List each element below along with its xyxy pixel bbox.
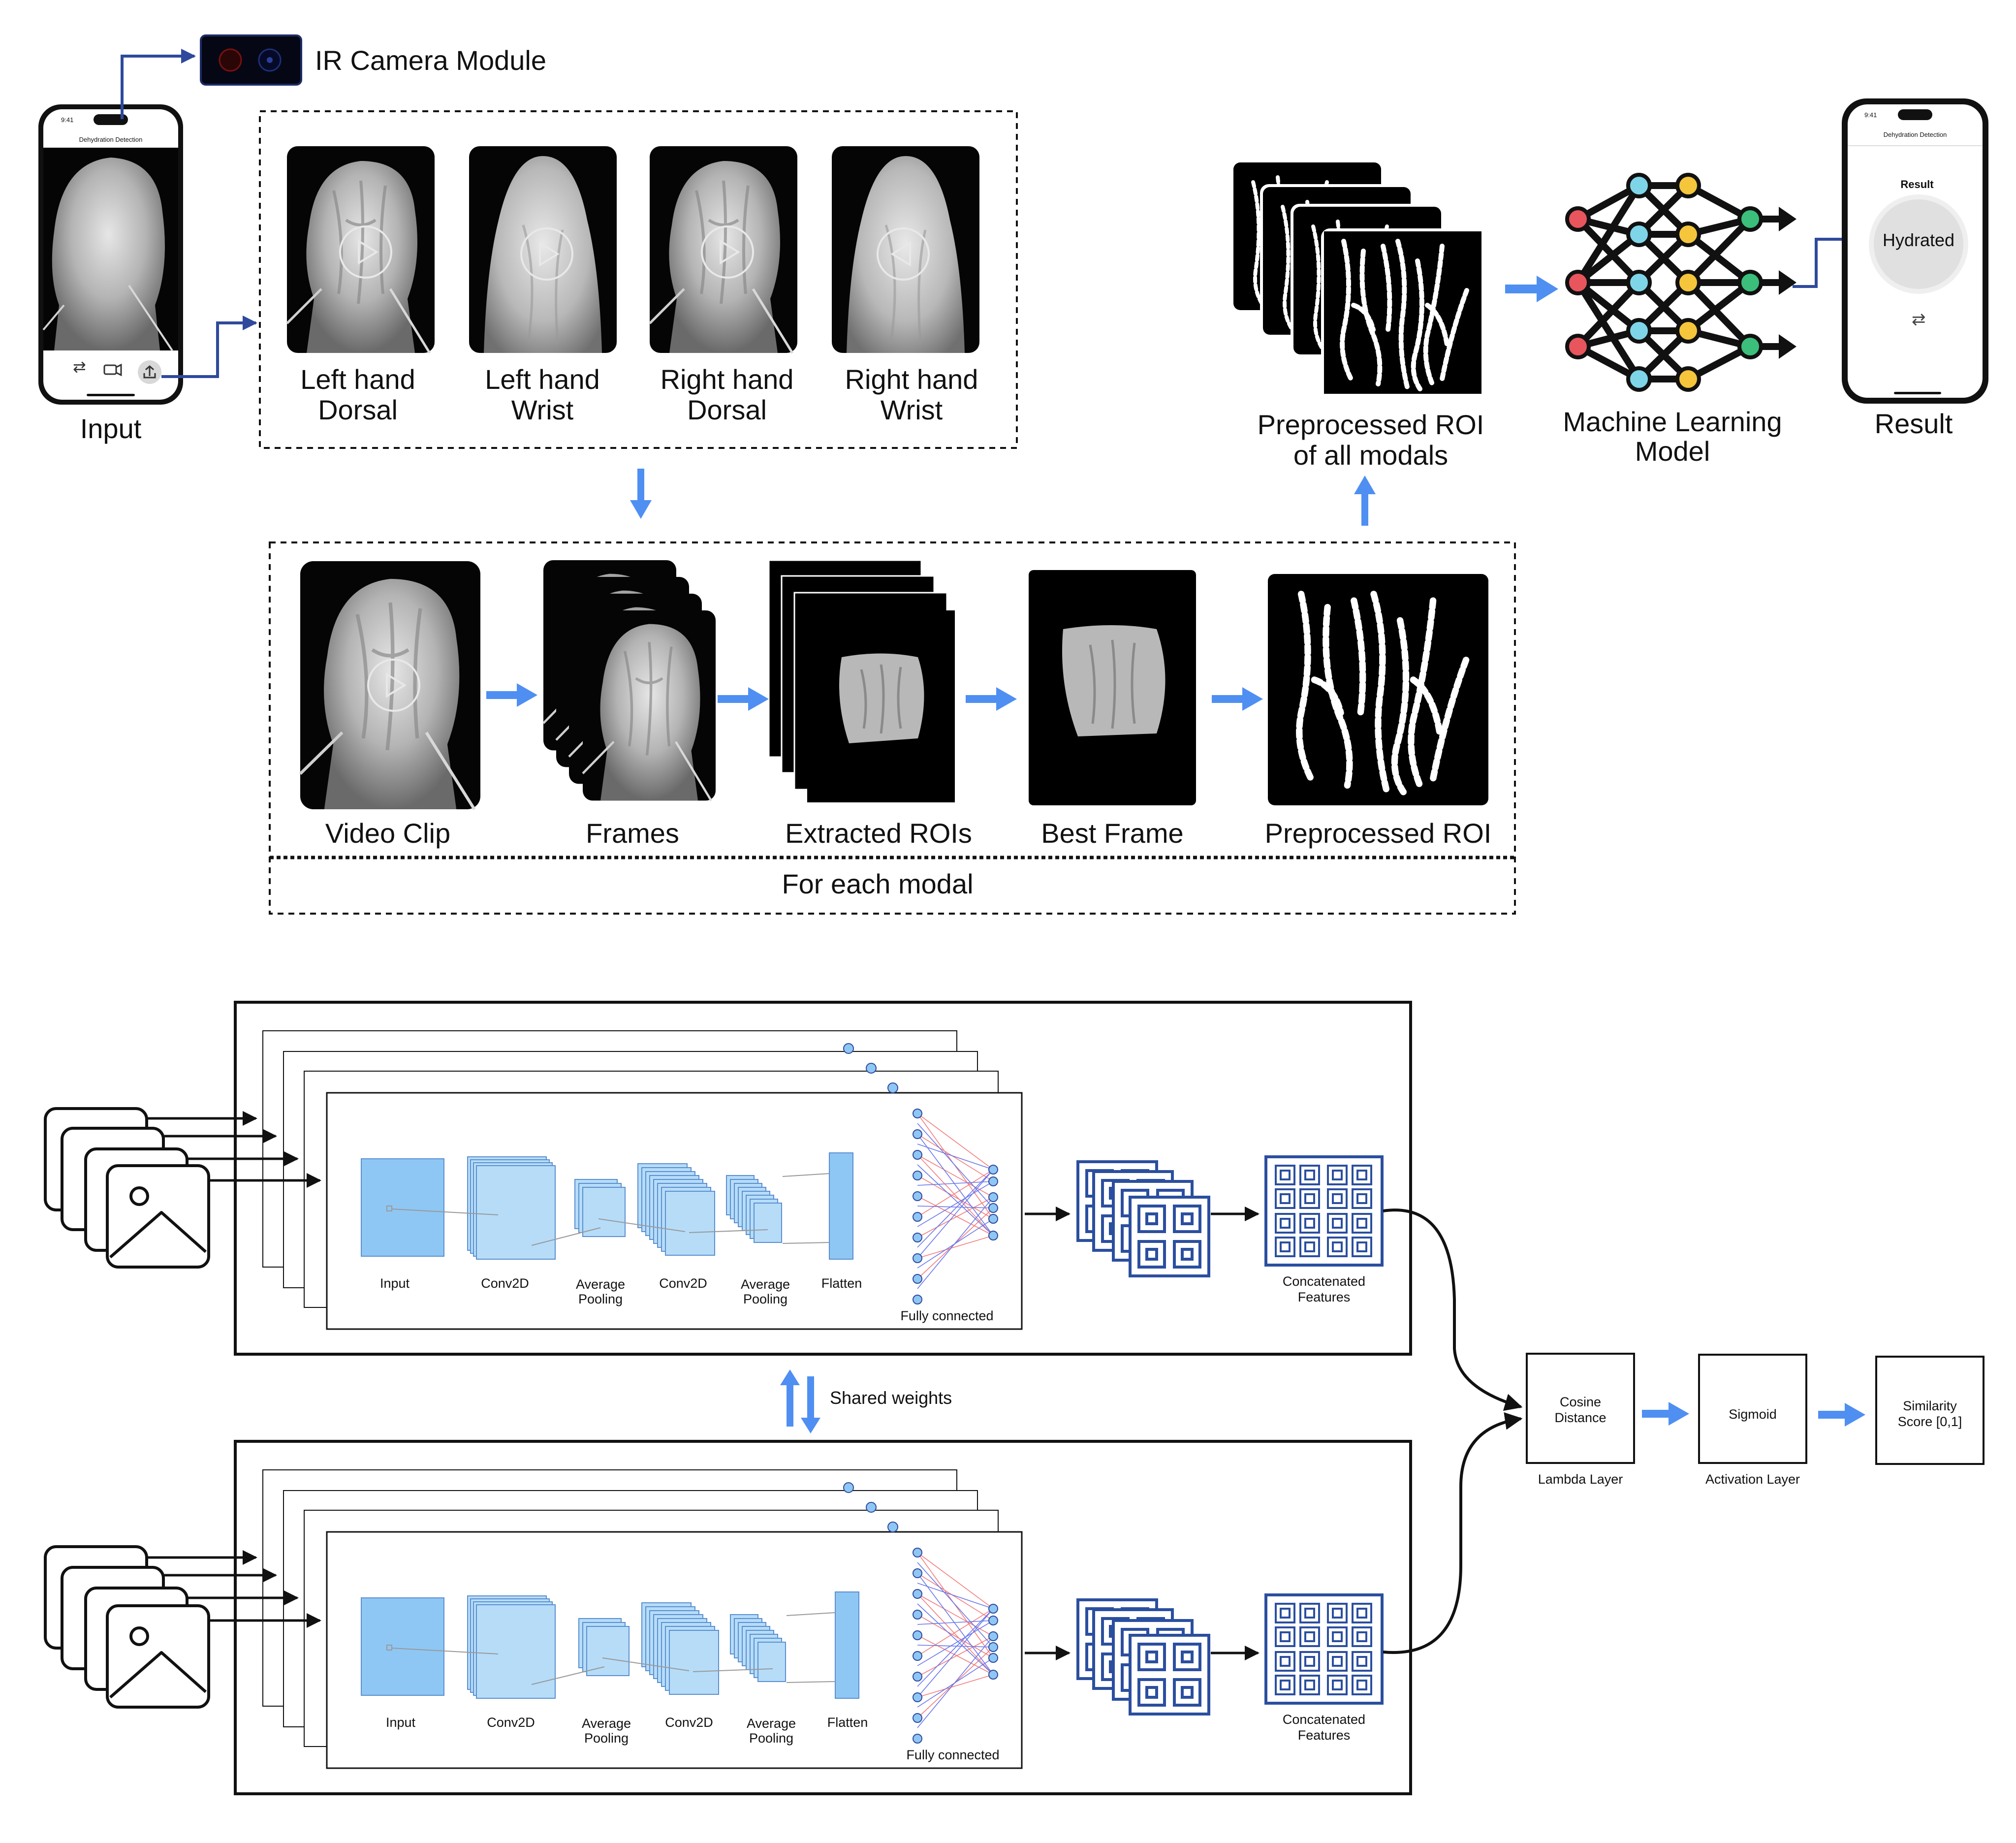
pipeline-frames <box>543 560 716 800</box>
cnn-lower-input: Input <box>386 1715 416 1730</box>
cosine-to-sigmoid-arrow <box>1642 1402 1689 1426</box>
cnn-lower-concat2: Features <box>1298 1728 1351 1743</box>
cnn-upper-concat1: Concatenated <box>1283 1274 1365 1289</box>
pipeline-label-preprocessed-roi: Preprocessed ROI <box>1265 818 1492 849</box>
result-heading: Result <box>1900 178 1934 191</box>
cnn-upper-fc: Fully connected <box>900 1308 993 1323</box>
input-label: Input <box>80 413 142 444</box>
modal-left-hand-dorsal <box>287 146 435 353</box>
cnn-lower-pool1a: Average <box>582 1716 631 1731</box>
modal-right-hand-dorsal <box>650 146 797 353</box>
cnn-lower-pool2a: Average <box>747 1716 796 1731</box>
upload-icon[interactable] <box>138 360 161 384</box>
modal-4-line1: Right hand <box>845 364 978 395</box>
preprocessed-all-line2: of all modals <box>1293 440 1448 471</box>
cnn-upper-conv2: Conv2D <box>659 1276 707 1291</box>
modal-right-hand-wrist <box>832 146 979 353</box>
preprocessed-all-line1: Preprocessed ROI <box>1258 409 1484 440</box>
modals-box <box>259 110 1018 449</box>
video-camera-icon[interactable] <box>103 363 122 377</box>
switch-camera-icon[interactable]: ⇄ <box>73 357 86 376</box>
image-inputs-upper <box>45 1109 321 1267</box>
cnn-lower-concat1: Concatenated <box>1283 1712 1365 1727</box>
cnn-lower-conv1: Conv2D <box>487 1715 535 1730</box>
result-status-time: 9:41 <box>1864 111 1877 119</box>
preprocessed-all-modals <box>1233 162 1482 397</box>
cnn-upper-pool2a: Average <box>741 1277 790 1292</box>
cnn-lower-pool1b: Pooling <box>584 1731 629 1746</box>
pipeline-preprocessed-roi <box>1268 574 1488 805</box>
cnn-upper-pool1a: Average <box>576 1277 625 1292</box>
camera-connector <box>121 49 196 119</box>
to-ml-arrow <box>1505 276 1558 302</box>
cnn-lower-flatten: Flatten <box>827 1715 868 1730</box>
down-arrow <box>630 469 652 519</box>
cosine-distance-box <box>1526 1353 1635 1464</box>
modal-1-line1: Left hand <box>300 364 415 395</box>
cnn-lower-pool2b: Pooling <box>749 1731 793 1746</box>
modal-4-line2: Wrist <box>881 394 943 425</box>
ml-model-line1: Machine Learning <box>1563 406 1782 437</box>
pipeline-label-extracted-rois: Extracted ROIs <box>785 818 972 849</box>
cnn-upper-pool2b: Pooling <box>743 1292 788 1306</box>
cnn-branch-upper <box>234 1001 1412 1356</box>
result-value: Hydrated <box>1883 230 1954 250</box>
ml-model-network <box>1565 173 1796 392</box>
cnn-upper-flatten: Flatten <box>821 1276 862 1291</box>
lower-to-cosine <box>1383 1412 1523 1654</box>
cnn-lower-labels: Input Conv2D Average Pooling Conv2D Aver… <box>386 1712 1365 1762</box>
image-inputs-lower <box>45 1547 321 1707</box>
pipeline-video-clip <box>300 561 480 809</box>
result-label: Result <box>1875 408 1953 439</box>
result-phone: 9:41 Dehydration Detection Result Hydrat… <box>1842 98 1988 404</box>
pipeline-arrows <box>486 683 1263 711</box>
cnn-upper-input: Input <box>380 1276 410 1291</box>
modal-3-line2: Dorsal <box>687 394 767 425</box>
pipeline-label-best-frame: Best Frame <box>1041 818 1183 849</box>
modal-1-line2: Dorsal <box>318 394 398 425</box>
cosine-line2: Distance <box>1554 1410 1606 1425</box>
shared-weights-label: Shared weights <box>830 1388 952 1408</box>
up-arrow <box>1354 476 1376 526</box>
cnn-upper-labels: Input Conv2D Average Pooling Conv2D Aver… <box>380 1274 1365 1323</box>
upload-connector <box>161 316 257 378</box>
refresh-icon[interactable]: ⇄ <box>1912 310 1926 329</box>
similarity-line2: Score [0,1] <box>1898 1414 1962 1429</box>
camera-label: IR Camera Module <box>315 45 546 76</box>
lambda-layer-caption: Lambda Layer <box>1538 1472 1623 1487</box>
sigmoid-box <box>1698 1354 1807 1464</box>
modal-2-line1: Left hand <box>485 364 600 395</box>
pipeline-label-frames: Frames <box>586 818 679 849</box>
modal-3-line1: Right hand <box>661 364 794 395</box>
pipeline-best-frame <box>1029 570 1196 805</box>
pipeline-label-video-clip: Video Clip <box>325 818 450 849</box>
modal-left-hand-wrist <box>469 146 617 353</box>
shared-weights-arrows <box>780 1369 820 1433</box>
ir-camera-module <box>200 34 302 86</box>
cosine-line1: Cosine <box>1560 1395 1601 1409</box>
upper-to-cosine <box>1383 1208 1523 1411</box>
result-app-title: Dehydration Detection <box>1884 131 1947 138</box>
sigmoid-to-similarity-arrow <box>1818 1403 1865 1427</box>
ml-model-line2: Model <box>1635 436 1710 467</box>
input-phone: 9:41 Dehydration Detection ⇄ <box>38 104 183 405</box>
pipeline-extracted-rois <box>768 559 955 802</box>
similarity-score-box <box>1875 1356 1984 1465</box>
cnn-upper-pool1b: Pooling <box>578 1292 623 1306</box>
phone-status-time: 9:41 <box>61 116 73 124</box>
sigmoid-label: Sigmoid <box>1729 1407 1777 1422</box>
phone-app-title: Dehydration Detection <box>79 136 143 143</box>
cnn-lower-fc: Fully connected <box>906 1748 999 1762</box>
cnn-upper-conv1: Conv2D <box>481 1276 529 1291</box>
similarity-line1: Similarity <box>1903 1398 1957 1413</box>
cnn-lower-conv2: Conv2D <box>665 1715 713 1730</box>
pipeline-box <box>269 541 1516 915</box>
for-each-modal-label: For each modal <box>782 868 973 899</box>
activation-layer-caption: Activation Layer <box>1705 1472 1800 1487</box>
modal-2-line2: Wrist <box>511 394 574 425</box>
cnn-upper-concat2: Features <box>1298 1290 1351 1304</box>
cnn-branch-lower <box>234 1440 1412 1795</box>
